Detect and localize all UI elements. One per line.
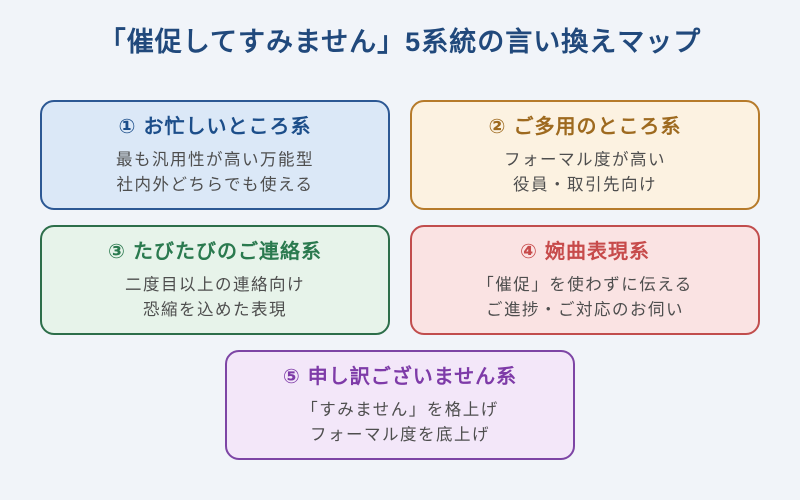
card-3-tabitabi: ③ たびたびのご連絡系 二度目以上の連絡向け 恐縮を込めた表現 <box>40 225 390 335</box>
card-1-description-line-2: 社内外どちらでも使える <box>116 175 314 194</box>
card-4-number-badge: ④ <box>520 240 538 263</box>
card-1-number-badge: ① <box>118 115 137 138</box>
card-1-busy: ① お忙しいところ系 最も汎用性が高い万能型 社内外どちらでも使える <box>40 100 390 210</box>
card-1-heading: ① お忙しいところ系 <box>119 113 312 141</box>
card-4-enkyoku: ④ 婉曲表現系 「催促」を使わずに伝える ご進捗・ご対応のお伺い <box>410 225 760 335</box>
card-2-title: ご多用のところ系 <box>513 115 682 138</box>
card-1-description-line-1: 最も汎用性が高い万能型 <box>116 150 314 169</box>
card-5-heading: ⑤ 申し訳ございません系 <box>283 363 517 391</box>
card-5-description-line-2: フォーマル度を底上げ <box>310 425 490 444</box>
page-title: 「催促してすみません」5系統の言い換えマップ <box>98 27 702 57</box>
card-2-description-line-2: 役員・取引先向け <box>513 175 657 194</box>
card-2-gotayou: ② ご多用のところ系 フォーマル度が高い 役員・取引先向け <box>410 100 760 210</box>
card-5-description-line-1: 「すみません」を格上げ <box>301 400 499 419</box>
card-5-number-badge: ⑤ <box>282 365 301 388</box>
card-4-title: 婉曲表現系 <box>544 240 650 263</box>
card-5-moushiwake: ⑤ 申し訳ございません系 「すみません」を格上げ フォーマル度を底上げ <box>225 350 575 460</box>
card-4-description-line-2: ご進捗・ご対応のお伺い <box>486 300 684 319</box>
card-2-heading: ② ご多用のところ系 <box>489 113 682 141</box>
card-3-description-line-2: 恐縮を込めた表現 <box>143 300 287 319</box>
card-3-title: たびたびのご連絡系 <box>132 240 322 263</box>
card-3-description-line-1: 二度目以上の連絡向け <box>125 275 305 294</box>
card-3-heading: ③ たびたびのご連絡系 <box>108 238 322 266</box>
card-5-title: 申し訳ございません系 <box>307 365 518 388</box>
card-2-description-line-1: フォーマル度が高い <box>504 150 666 169</box>
card-1-title: お忙しいところ系 <box>143 115 312 138</box>
card-4-heading: ④ 婉曲表現系 <box>520 238 650 266</box>
card-4-description-line-1: 「催促」を使わずに伝える <box>477 275 693 294</box>
card-2-number-badge: ② <box>488 115 507 138</box>
card-3-number-badge: ③ <box>108 240 126 263</box>
